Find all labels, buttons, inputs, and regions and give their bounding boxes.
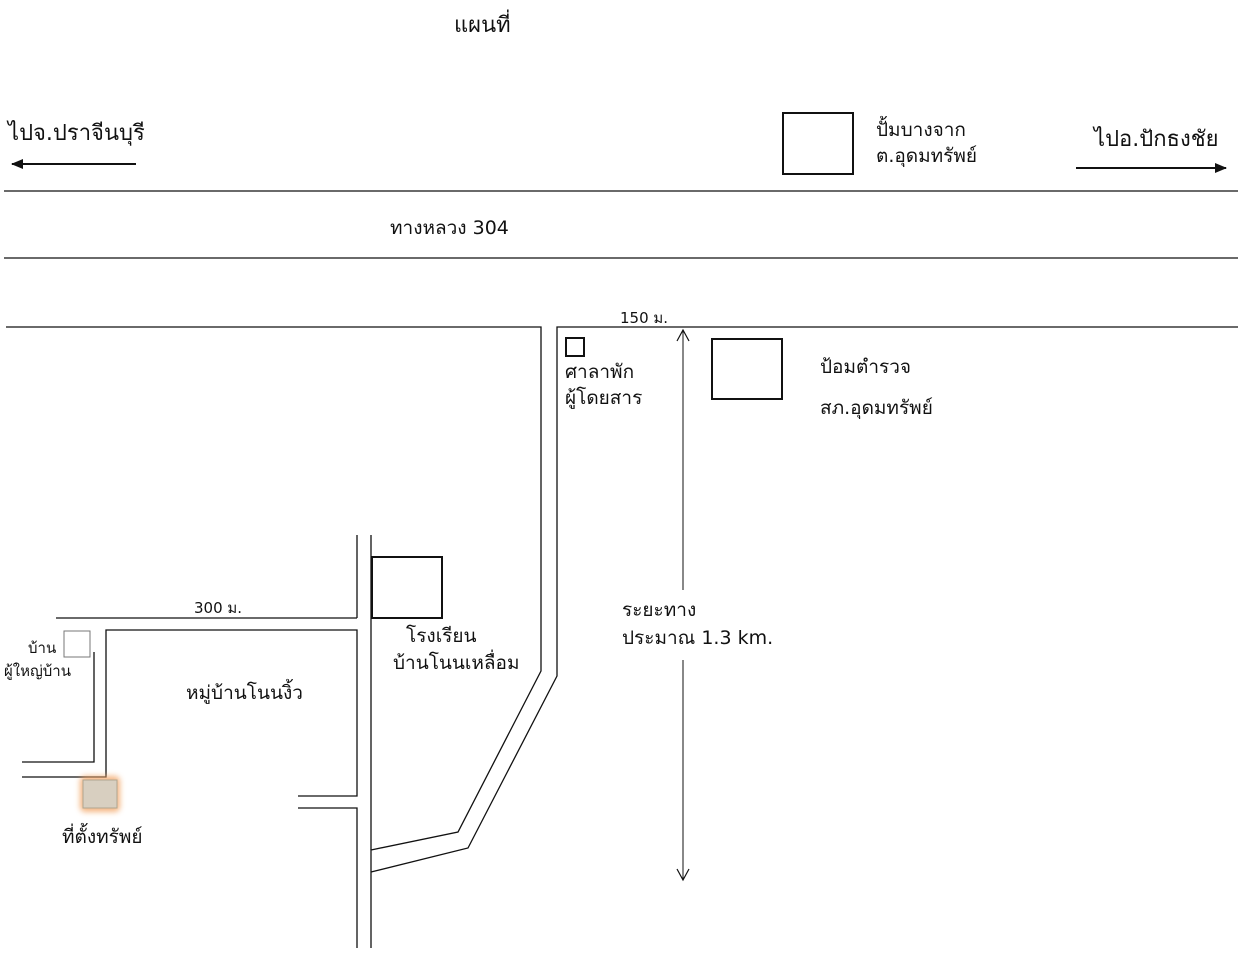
- village-road-edge: [22, 652, 95, 763]
- headman-house-label-2: ผู้ใหญ่บ้าน: [4, 662, 71, 680]
- bus-shelter-label-1: ศาลาพัก: [565, 361, 635, 383]
- access-road-edge: [370, 326, 1238, 873]
- bus-shelter-label-2: ผู้โดยสาร: [565, 387, 643, 409]
- gas-station-label-2: ต.อุดมทรัพย์: [876, 145, 978, 167]
- headman-house-label-1: บ้าน: [28, 639, 57, 657]
- highway-label: ทางหลวง 304: [390, 217, 509, 239]
- distance-total-label-2: ประมาณ 1.3 km.: [622, 627, 774, 649]
- school-label-1: โรงเรียน: [406, 625, 477, 647]
- village-label: หมู่บ้านโนนงิ้ว: [186, 682, 303, 704]
- police-box-label-2: สภ.อุดมทรัพย์: [820, 397, 933, 419]
- headman-house-marker: [63, 630, 91, 658]
- property-label: ที่ตั้งทรัพย์: [62, 826, 143, 848]
- village-road-edge: [298, 807, 358, 948]
- school-marker: [371, 556, 443, 619]
- gas-station-label-1: ปั้มบางจาก: [876, 119, 966, 141]
- bus-shelter-marker: [565, 337, 585, 357]
- property-marker: [82, 779, 118, 809]
- police-box-label-1: ป้อมตำรวจ: [820, 356, 912, 378]
- distance-150-label: 150 ม.: [620, 309, 669, 327]
- direction-right-label: ไปอ.ปักธงชัย: [1094, 127, 1219, 152]
- gas-station-marker: [782, 112, 854, 175]
- map-title: แผนที่: [454, 13, 511, 38]
- distance-total-label-1: ระยะทาง: [622, 599, 697, 621]
- distance-300-label: 300 ม.: [194, 599, 243, 617]
- school-label-2: บ้านโนนเหลื่อม: [393, 652, 520, 674]
- police-box-marker: [711, 338, 783, 400]
- local-road-edge: [6, 326, 542, 948]
- direction-left-label: ไปจ.ปราจีนบุรี: [8, 121, 145, 146]
